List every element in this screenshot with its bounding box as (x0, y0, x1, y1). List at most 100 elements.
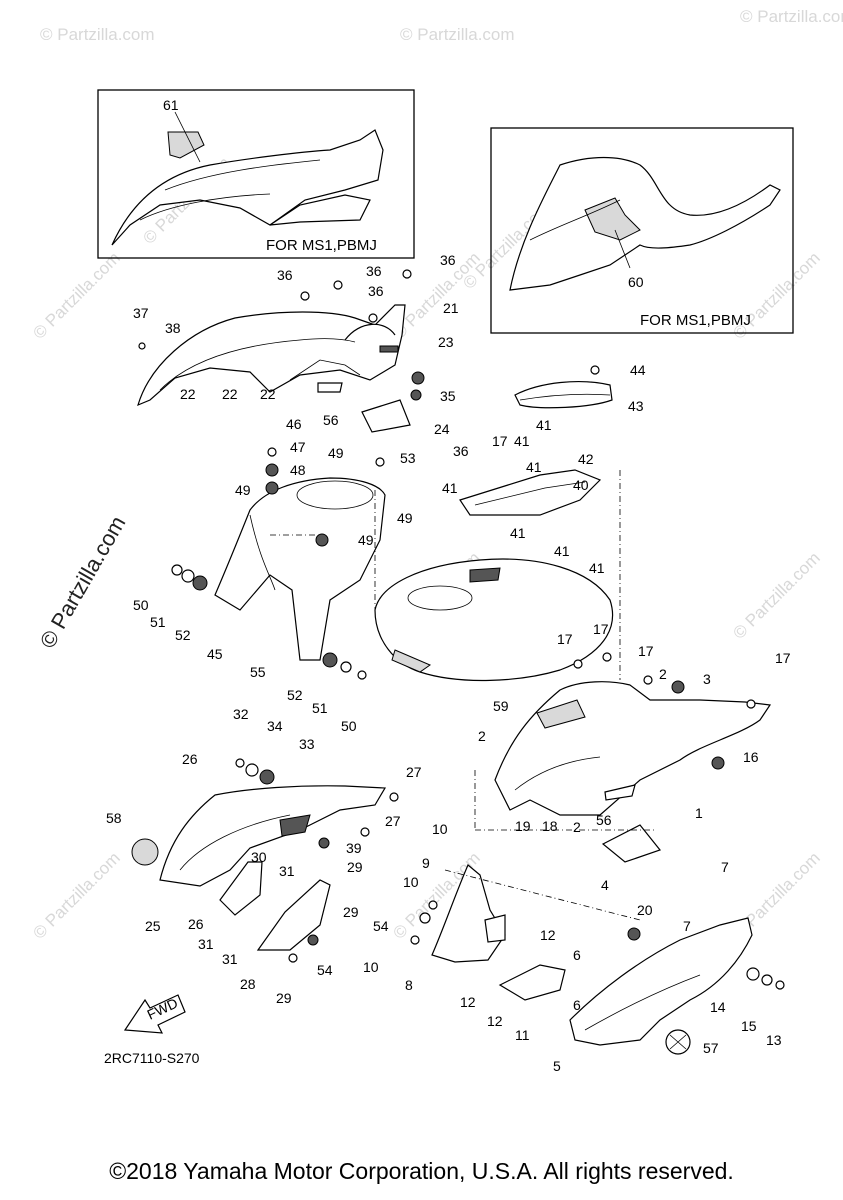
callout-label: 36 (453, 443, 469, 459)
watermark-text: © Partzilla.com (400, 25, 515, 44)
callout-label: 5 (553, 1058, 561, 1074)
callout-label: 41 (514, 433, 530, 449)
callout-label: 41 (554, 543, 570, 559)
callout-label: 49 (328, 445, 344, 461)
callout-label: 17 (593, 621, 609, 637)
front-cowl-left (131, 785, 387, 887)
callout-label: 15 (741, 1018, 757, 1034)
callout-label: 41 (526, 459, 542, 475)
callout-label: 43 (628, 398, 644, 414)
callout-label: 17 (775, 650, 791, 666)
callout-label: 31 (222, 951, 238, 967)
callout-label: 7 (683, 918, 691, 934)
assembly-lines (270, 470, 655, 921)
callout-label: 56 (323, 412, 339, 428)
callout-label: 31 (198, 936, 214, 952)
callout-label: 58 (106, 810, 122, 826)
callout-label: 56 (596, 812, 612, 828)
callout-label: 57 (703, 1040, 719, 1056)
callout-label: 36 (368, 283, 384, 299)
callout-layer: 36 36 36 36 21 37 38 23 22 22 22 35 56 2… (106, 252, 791, 1074)
callout-label: 28 (240, 976, 256, 992)
callout-label: 50 (133, 597, 149, 613)
callout-label: 54 (317, 962, 333, 978)
small-bracket (498, 964, 566, 1001)
callout-label: 26 (188, 916, 204, 932)
callout-label: 3 (703, 671, 711, 687)
callout-label: 20 (637, 902, 653, 918)
callout-label: 35 (440, 388, 456, 404)
callout-label: 27 (385, 813, 401, 829)
callout-label: 36 (366, 263, 382, 279)
callout-label: 10 (403, 874, 419, 890)
callout-label: 51 (150, 614, 166, 630)
callout-label: 26 (182, 751, 198, 767)
callout-label: 31 (279, 863, 295, 879)
callout-label: 36 (277, 267, 293, 283)
tank-cover (214, 477, 386, 661)
inset-caption: FOR MS1,PBMJ (266, 237, 377, 254)
fwd-arrow: FWD (123, 994, 186, 1034)
watermark-text: © Partzilla.com (729, 548, 823, 642)
fuel-tank (374, 558, 614, 682)
callout-label: 22 (260, 386, 276, 402)
callout-label: 30 (251, 849, 267, 865)
callout-label: 17 (492, 433, 508, 449)
watermark-text: © Partzilla.com (40, 25, 155, 44)
callout-label: 52 (175, 627, 191, 643)
watermark-text: © Partzilla.com (740, 7, 843, 26)
callout-label: 14 (710, 999, 726, 1015)
callout-label: 25 (145, 918, 161, 934)
callout-label: 41 (589, 560, 605, 576)
callout-label: 41 (442, 480, 458, 496)
watermark-text: © Partzilla.com (29, 248, 123, 342)
callout-label: 24 (434, 421, 450, 437)
watermark-text: © Partzilla.com (29, 848, 123, 942)
callout-label: 32 (233, 706, 249, 722)
callout-label: 61 (163, 97, 179, 113)
callout-label: 6 (573, 947, 581, 963)
diagram-code: 2RC7110-S270 (104, 1050, 200, 1066)
callout-label: 40 (573, 477, 589, 493)
callout-label: 52 (287, 687, 303, 703)
upper-side-panel (137, 304, 411, 433)
callout-label: 29 (343, 904, 359, 920)
callout-label: 10 (432, 821, 448, 837)
callout-label: 33 (299, 736, 315, 752)
callout-label: 37 (133, 305, 149, 321)
callout-label: 12 (540, 927, 556, 943)
inset-caption: FOR MS1,PBMJ (640, 312, 751, 329)
callout-label: 47 (290, 439, 306, 455)
side-cover-right (494, 681, 772, 863)
callout-label: 1 (695, 805, 703, 821)
callout-label: 60 (628, 274, 644, 290)
copyright-notice: ©2018 Yamaha Motor Corporation, U.S.A. A… (109, 1158, 734, 1184)
callout-label: 42 (578, 451, 594, 467)
callout-label: 7 (721, 859, 729, 875)
callout-label: 22 (180, 386, 196, 402)
callout-label: 6 (573, 997, 581, 1013)
callout-label: 19 (515, 818, 531, 834)
callout-label: 11 (515, 1027, 530, 1043)
callout-label: 55 (250, 664, 266, 680)
callout-label: 2 (573, 819, 581, 835)
callout-label: 46 (286, 416, 302, 432)
callout-label: 2 (478, 728, 486, 744)
callout-label: 22 (222, 386, 238, 402)
callout-label: 36 (440, 252, 456, 268)
callout-label: 10 (363, 959, 379, 975)
callout-label: 50 (341, 718, 357, 734)
callout-label: 39 (346, 840, 362, 856)
callout-label: 4 (601, 877, 609, 893)
callout-label: 49 (358, 532, 374, 548)
top-cover (514, 381, 613, 409)
callout-label: 48 (290, 462, 306, 478)
inset-box-right: 60 FOR MS1,PBMJ (490, 127, 794, 334)
callout-label: 41 (536, 417, 552, 433)
callout-label: 17 (557, 631, 573, 647)
watermark-layer: © Partzilla.com © Partzilla.com © Partzi… (29, 7, 843, 943)
callout-label: 49 (235, 482, 251, 498)
fasteners (138, 269, 785, 990)
watermark-text: © Partzilla.com (389, 248, 483, 342)
